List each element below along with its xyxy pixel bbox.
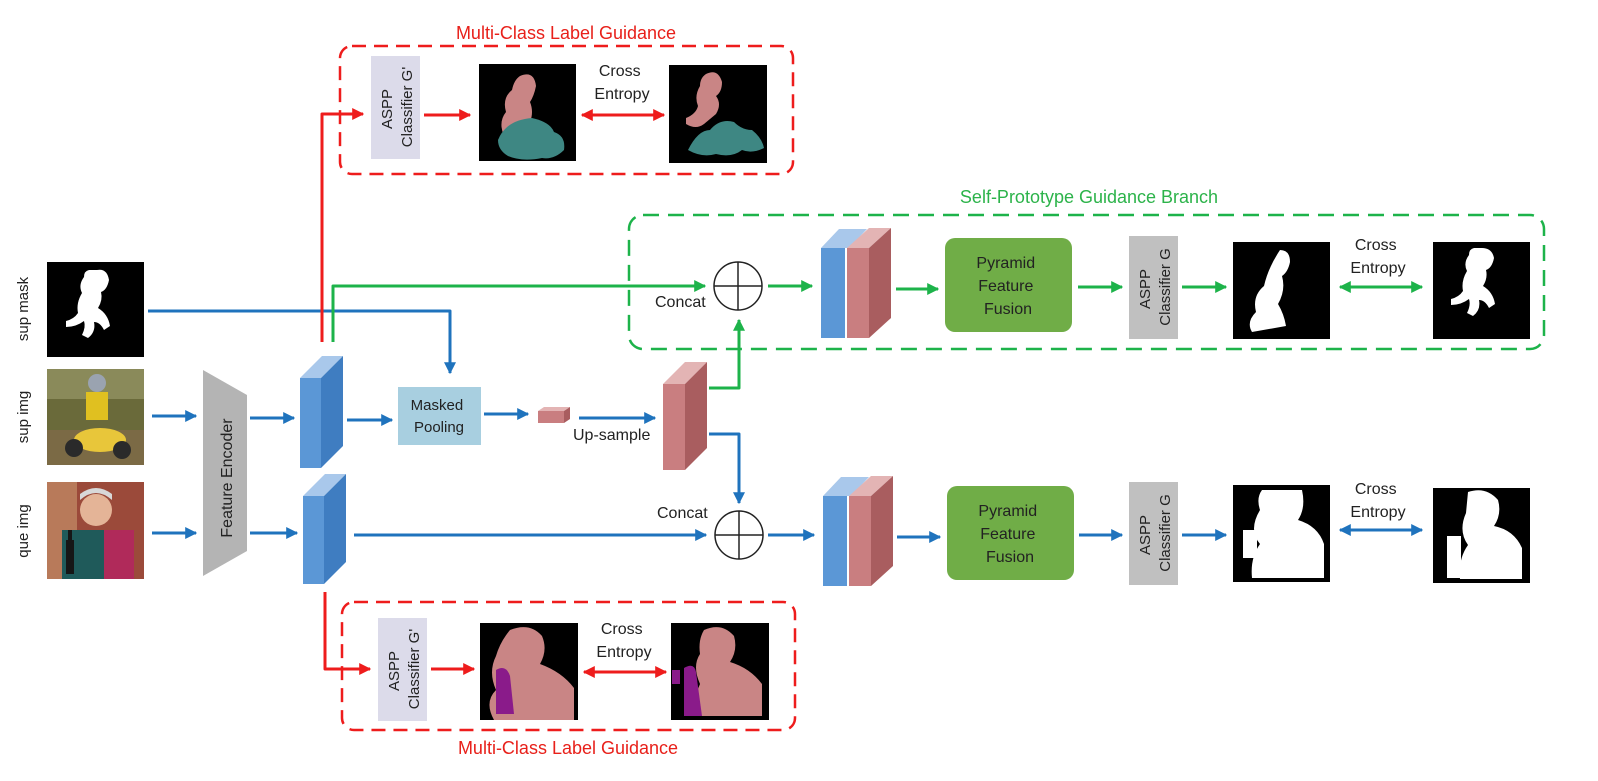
pyramid-fusion-top-box — [945, 238, 1072, 332]
pyramid-fusion-bottom-box — [947, 486, 1074, 580]
que-img-photo — [47, 482, 144, 579]
classifier-g-top-label: ASPP Classifier G — [1137, 248, 1174, 326]
feature-encoder-block — [203, 370, 247, 576]
concat-bottom-label: Concat — [657, 505, 708, 522]
concat-top-label: Concat — [655, 294, 706, 311]
arrow-upsample-concat-top — [709, 318, 745, 390]
classifier-gprime-top-label: ASPP Classifier G' — [379, 67, 416, 148]
arrow-supfeat-classifier-gprime-top — [320, 108, 365, 342]
cross-entropy-query-label: Cross Entropy — [1350, 481, 1405, 521]
top-multiclass-ground-truth — [669, 65, 767, 163]
cross-entropy-self-label: Cross Entropy — [1350, 237, 1405, 277]
classifier-gprime-top-box — [371, 56, 420, 159]
arrow-quefeat-classifier-gprime-bottom — [323, 592, 372, 675]
masked-pooling-line1: Masked — [411, 397, 464, 414]
upsample-label: Up-sample — [573, 427, 650, 444]
arrow-upsample-concat-bottom — [709, 432, 745, 505]
concat-top-circle — [713, 261, 763, 311]
cross-entropy-bottom-label: Cross Entropy — [596, 621, 651, 661]
support-feature-block — [300, 356, 343, 468]
classifier-g-bottom-box — [1129, 482, 1178, 585]
concat-feature-stack-top — [821, 228, 891, 338]
masked-pooling-box — [398, 387, 481, 445]
upsampled-prototype-block — [663, 362, 707, 470]
query-ground-truth — [1433, 488, 1530, 583]
query-feature-block — [303, 474, 346, 584]
classifier-g-top-box — [1129, 236, 1178, 339]
pyramid-fusion-top-label: Pyramid Feature Fusion — [976, 255, 1039, 318]
self-prototype-group — [627, 213, 1546, 351]
bottom-multiclass-ground-truth — [671, 623, 769, 720]
query-prediction — [1233, 485, 1330, 582]
arrow-supmask-pooling — [148, 309, 456, 375]
classifier-gprime-bottom-box — [378, 618, 427, 721]
sup-img-photo — [47, 369, 144, 465]
que-img-label: que img — [15, 504, 32, 557]
sup-mask-image — [47, 262, 144, 357]
self-prototype-ground-truth — [1433, 242, 1530, 339]
sup-img-label: sup img — [15, 391, 32, 444]
feature-encoder-label: Feature Encoder — [219, 418, 236, 538]
bottom-guidance-title: Multi-Class Label Guidance — [458, 738, 678, 758]
self-prototype-title: Self-Prototype Guidance Branch — [960, 187, 1218, 207]
prototype-vector-block — [538, 407, 570, 423]
pyramid-fusion-bottom-label: Pyramid Feature Fusion — [978, 503, 1041, 566]
arrow-supfeat-concat-top — [331, 280, 707, 342]
masked-pooling-line2: Pooling — [414, 419, 464, 436]
bottom-multiclass-prediction — [480, 623, 578, 720]
cross-entropy-top-label: Cross Entropy — [594, 63, 649, 103]
masked-pooling-label: Masked Pooling — [411, 397, 468, 436]
classifier-g-bottom-label: ASPP Classifier G — [1137, 494, 1174, 572]
sup-mask-label: sup mask — [15, 276, 32, 341]
top-guidance-title: Multi-Class Label Guidance — [456, 23, 676, 43]
top-multiclass-prediction — [479, 64, 576, 161]
concat-feature-stack-bottom — [823, 476, 893, 586]
self-prototype-prediction — [1233, 242, 1330, 339]
concat-bottom-circle — [714, 510, 764, 560]
classifier-gprime-bottom-label: ASPP Classifier G' — [386, 629, 423, 710]
